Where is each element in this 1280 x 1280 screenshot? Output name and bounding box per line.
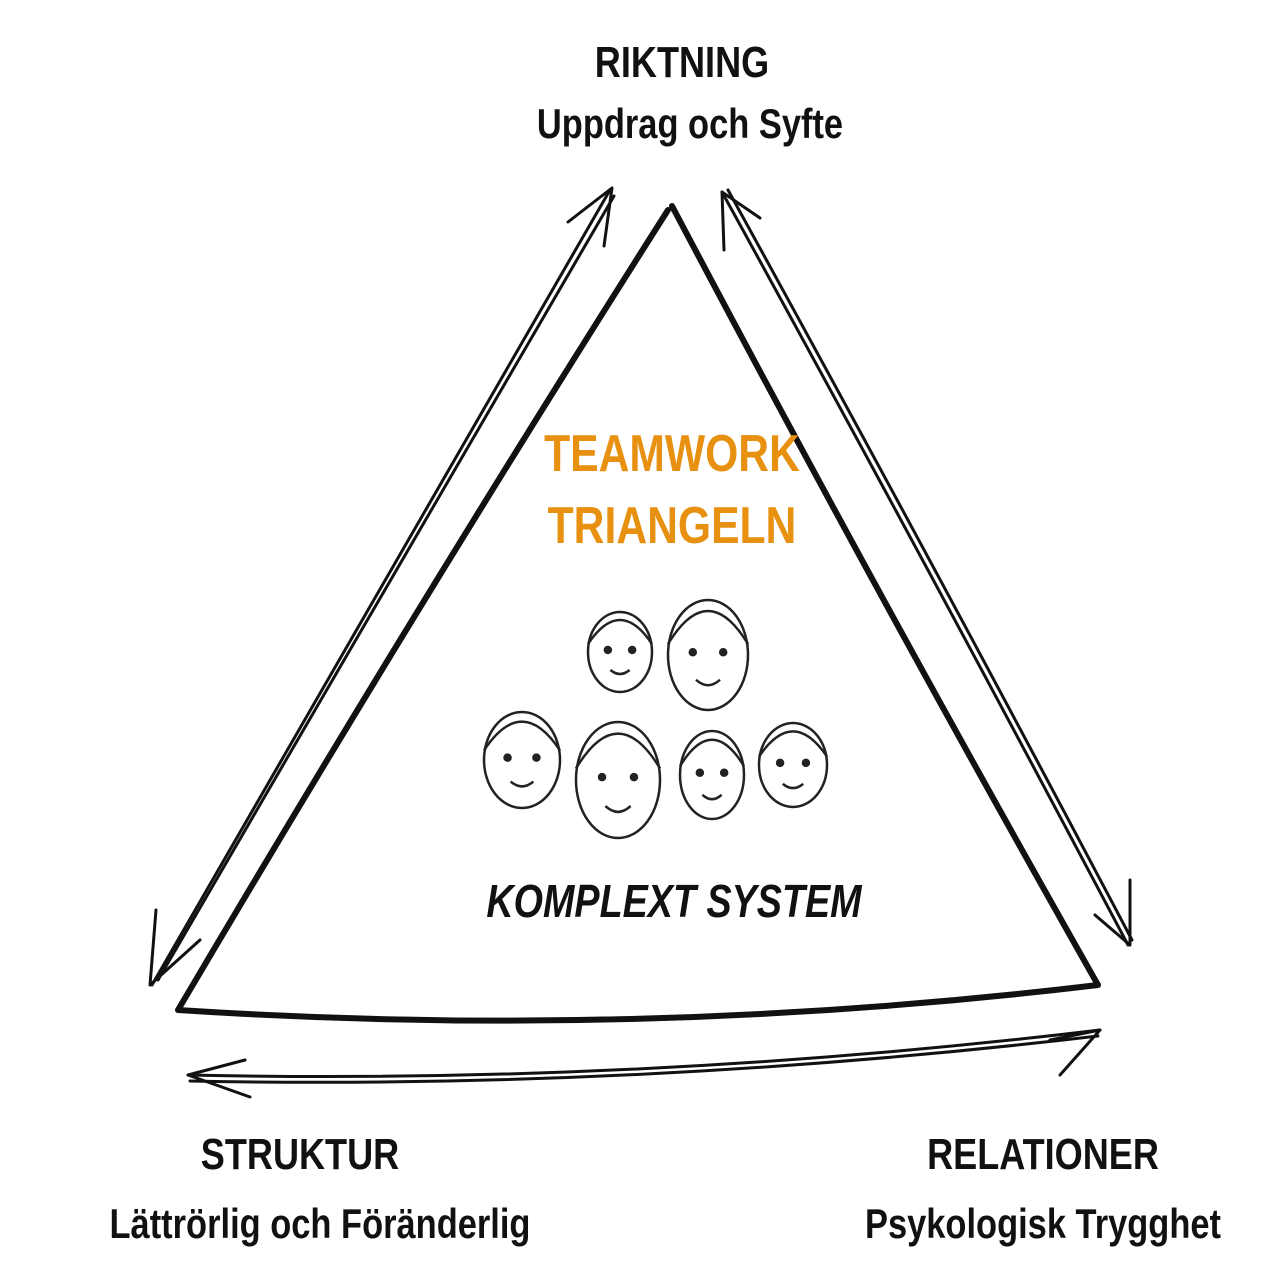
left-double-arrow bbox=[148, 186, 616, 987]
riktning-subtitle: Uppdrag och Syfte bbox=[536, 100, 844, 147]
bottom-double-arrow bbox=[186, 1028, 1102, 1099]
struktur-title: STRUKTUR bbox=[200, 1130, 400, 1179]
relationer-subtitle: Psykologisk Trygghet bbox=[865, 1200, 1221, 1247]
face-long-hair-glasses-icon bbox=[574, 720, 662, 840]
struktur-subtitle: Lättrörlig och Föränderlig bbox=[109, 1200, 531, 1247]
teamwork-title-line1: TEAMWORK bbox=[544, 425, 800, 483]
face-curly-hair-icon bbox=[666, 598, 750, 712]
face-glasses-beard-icon bbox=[586, 610, 654, 694]
relationer-title: RELATIONER bbox=[927, 1130, 1159, 1179]
face-bald-icon bbox=[757, 721, 829, 809]
teamwork-title-line2: TRIANGELN bbox=[547, 497, 797, 555]
right-double-arrow bbox=[720, 188, 1134, 947]
komplext-system-caption: KOMPLEXT SYSTEM bbox=[486, 875, 862, 927]
triangle-outline bbox=[175, 203, 1101, 1024]
face-beard-icon bbox=[678, 729, 746, 821]
face-short-hair-icon bbox=[482, 710, 562, 810]
riktning-title: RIKTNING bbox=[594, 38, 770, 87]
